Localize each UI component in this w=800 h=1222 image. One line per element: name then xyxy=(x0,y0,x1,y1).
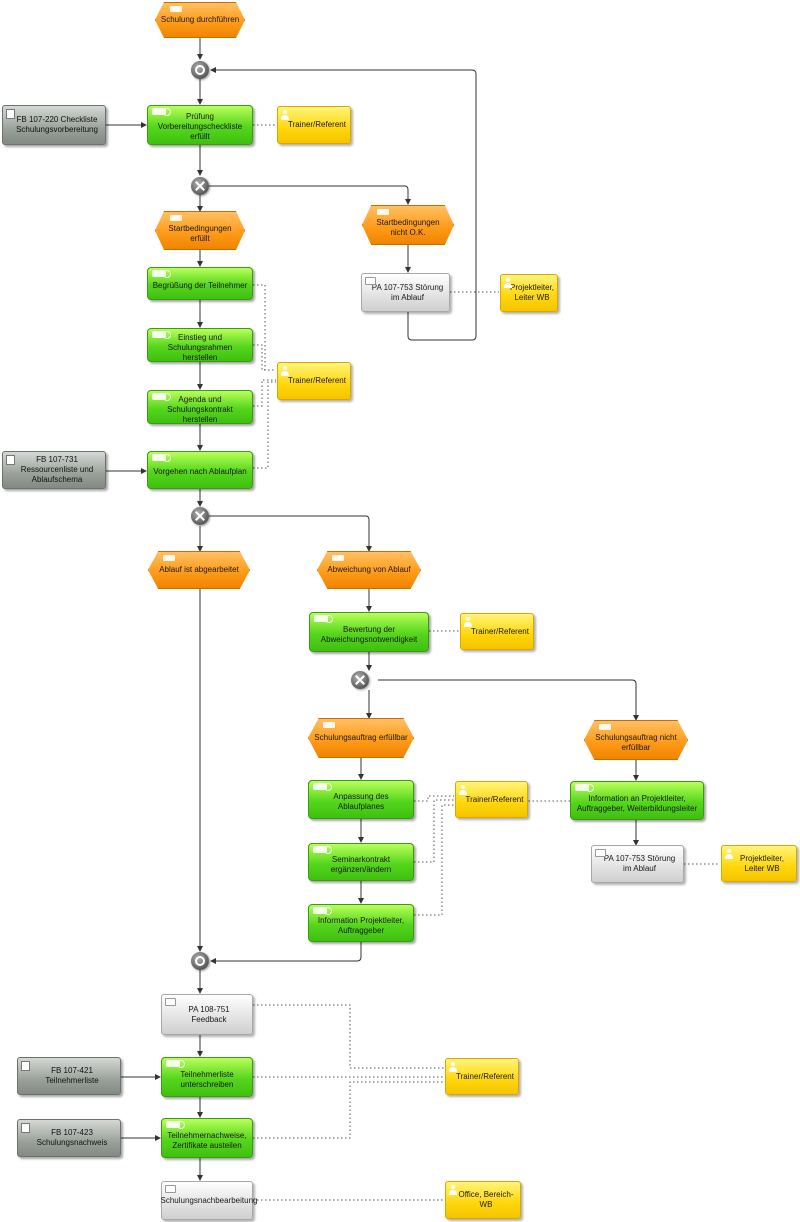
person-icon xyxy=(725,849,733,859)
document-icon xyxy=(6,455,15,465)
function-icon xyxy=(166,1121,185,1129)
function-icon xyxy=(313,783,332,791)
person-icon xyxy=(504,278,512,288)
xor-connector-auftrag[interactable] xyxy=(351,671,369,689)
function-icon xyxy=(575,784,594,792)
role-trainer-referent-1[interactable]: Trainer/Referent xyxy=(277,106,351,144)
function-agenda-schulungskontrakt[interactable]: Agenda und Schulungskontrakt herstellen xyxy=(147,390,253,424)
function-einstieg-schulungsrahmen[interactable]: Einstieg und Schulungsrahmen herstellen xyxy=(147,328,253,362)
xor-connector-startbedingungen[interactable] xyxy=(191,177,209,195)
document-icon xyxy=(6,109,15,119)
event-icon xyxy=(323,722,335,728)
person-icon xyxy=(449,1185,457,1195)
document-icon xyxy=(21,1123,30,1133)
event-abweichung-von-ablauf[interactable]: Abweichung von Ablauf xyxy=(317,551,421,589)
role-office-bereich-wb[interactable]: Office, Bereich-WB xyxy=(445,1181,521,1219)
function-begruessung[interactable]: Begrüßung der Teilnehmer xyxy=(147,267,253,300)
event-ablauf-abgearbeitet[interactable]: Ablauf ist abgearbeitet xyxy=(148,551,250,589)
document-icon xyxy=(21,1061,30,1071)
process-icon xyxy=(165,1185,176,1193)
document-fb-107-421[interactable]: FB 107-421 Teilnehmerliste xyxy=(17,1057,121,1095)
process-feedback[interactable]: PA 108-751 Feedback xyxy=(161,994,253,1035)
event-startbedingungen-nicht-ok[interactable]: Startbedingungen nicht O.K. xyxy=(362,205,454,245)
function-icon xyxy=(152,108,171,116)
function-vorgehen-ablaufplan[interactable]: Vorgehen nach Ablaufplan xyxy=(147,451,253,489)
event-icon xyxy=(170,6,182,12)
document-fb-107-423[interactable]: FB 107-423 Schulungsnachweis xyxy=(17,1119,121,1157)
function-pruefung-checkliste[interactable]: Prüfung Vorbereitungscheckliste erfüllt xyxy=(147,105,253,145)
document-fb-107-220[interactable]: FB 107-220 Checkliste Schulungsvorbereit… xyxy=(2,105,106,145)
role-association-lines xyxy=(253,124,720,1201)
function-teilnehmernachweise[interactable]: Teilnehmernachweise, Zertifikate austeil… xyxy=(161,1118,253,1158)
event-schulungsauftrag-erfuellbar[interactable]: Schulungsauftrag erfüllbar xyxy=(308,718,414,758)
event-schulungsauftrag-nicht-erfuellbar[interactable]: Schulungsauftrag nicht erfüllbar xyxy=(584,720,688,760)
person-icon xyxy=(281,366,289,376)
role-trainer-referent-5[interactable]: Trainer/Referent xyxy=(445,1058,519,1095)
function-information-projektleiter[interactable]: Information Projektleiter, Auftraggeber xyxy=(308,904,414,942)
function-icon xyxy=(152,331,171,339)
function-icon xyxy=(152,270,171,278)
process-schulungsnachbearbeitung[interactable]: Schulungsnachbearbeitung xyxy=(161,1181,257,1220)
role-trainer-referent-2[interactable]: Trainer/Referent xyxy=(277,362,351,400)
person-icon xyxy=(464,617,472,627)
or-connector-merge[interactable] xyxy=(191,952,209,970)
process-icon xyxy=(165,998,176,1006)
function-icon xyxy=(152,393,171,401)
document-fb-107-731[interactable]: FB 107-731 Ressourcenliste und Ablaufsch… xyxy=(2,451,106,489)
function-seminarkontrakt[interactable]: Seminarkontrakt ergänzen/ändern xyxy=(308,843,414,881)
event-icon xyxy=(377,209,389,215)
or-connector-loop[interactable] xyxy=(191,61,209,79)
process-icon xyxy=(595,849,606,857)
event-icon xyxy=(170,215,182,221)
function-anpassung-ablaufplan[interactable]: Anpassung des Ablaufplanes xyxy=(308,780,414,819)
function-information-an-projektleiter[interactable]: Information an Projektleiter, Auftraggeb… xyxy=(570,781,704,820)
role-projektleiter-1[interactable]: Projektleiter, Leiter WB xyxy=(500,274,558,312)
event-startbedingungen-erfuellt[interactable]: Startbedingungen erfüllt xyxy=(155,211,245,250)
function-icon xyxy=(152,454,171,462)
function-icon xyxy=(166,1060,185,1068)
process-stoerung-im-ablauf-2[interactable]: PA 107-753 Störung im Ablauf xyxy=(591,845,684,883)
event-icon xyxy=(163,555,175,561)
process-icon xyxy=(365,277,376,285)
function-icon xyxy=(314,615,333,623)
event-icon xyxy=(332,555,344,561)
role-trainer-referent-4[interactable]: Trainer/Referent xyxy=(455,781,528,818)
function-bewertung-abweichung[interactable]: Bewertung der Abweichungsnotwendigkeit xyxy=(309,612,429,652)
xor-connector-ablauf[interactable] xyxy=(191,507,209,525)
event-icon xyxy=(599,724,611,730)
person-icon xyxy=(459,785,467,795)
event-schulung-durchfuehren[interactable]: Schulung durchführen xyxy=(155,2,245,38)
person-icon xyxy=(281,110,289,120)
flow-lines xyxy=(106,38,639,1181)
function-icon xyxy=(313,907,332,915)
process-stoerung-im-ablauf-1[interactable]: PA 107-753 Störung im Ablauf xyxy=(361,273,450,312)
person-icon xyxy=(449,1062,457,1072)
function-teilnehmerliste[interactable]: Teilnehmerliste unterschreiben xyxy=(161,1057,253,1097)
role-trainer-referent-3[interactable]: Trainer/Referent xyxy=(460,613,534,650)
function-icon xyxy=(313,846,332,854)
role-projektleiter-2[interactable]: Projektleiter, Leiter WB xyxy=(721,845,797,882)
